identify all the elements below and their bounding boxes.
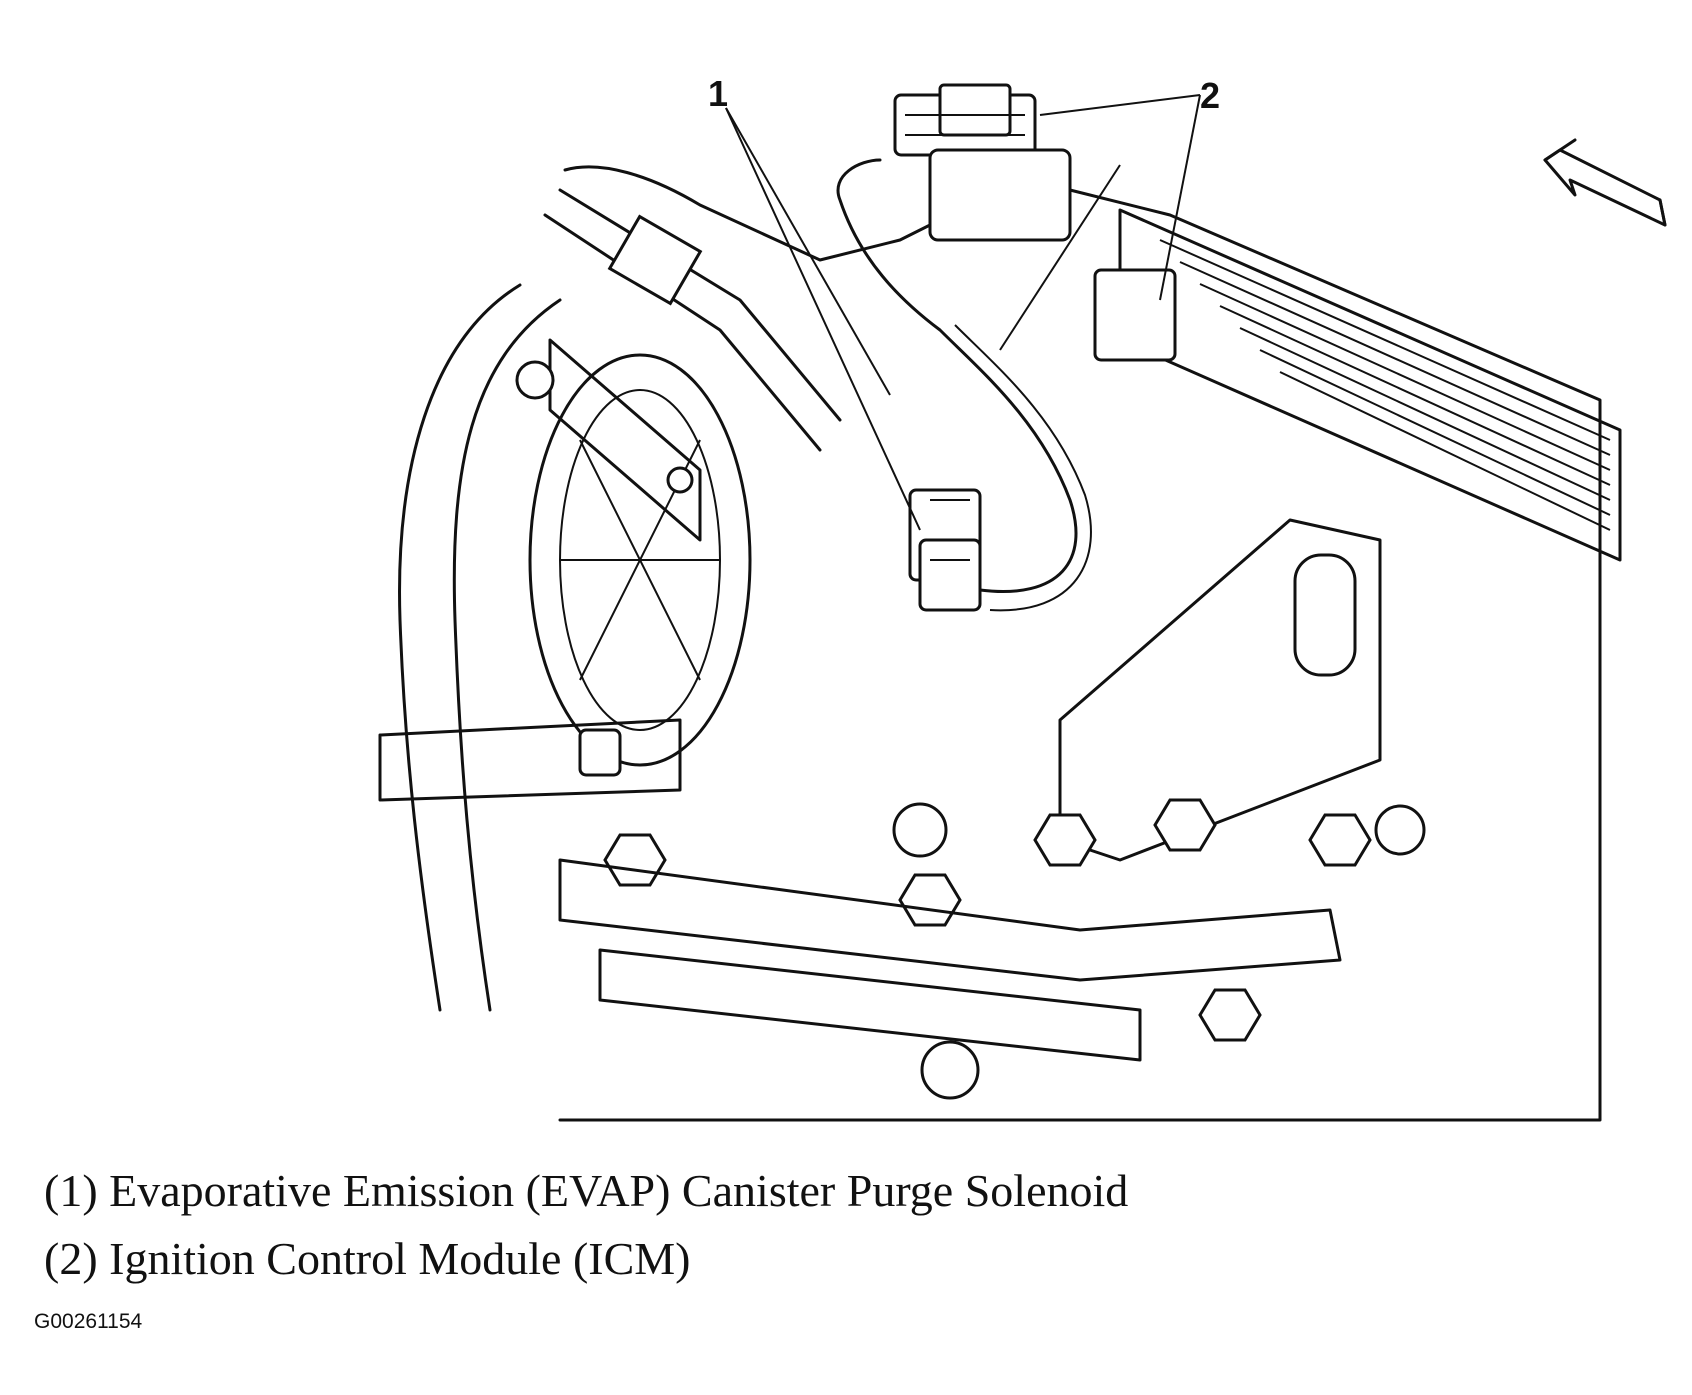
upper-radiator-hose bbox=[398, 283, 562, 1012]
callout-2-leader-b bbox=[1159, 94, 1201, 301]
intake-plenum bbox=[558, 165, 1602, 1122]
callout-2-label: 2 bbox=[1200, 75, 1221, 116]
throttle-body-housing bbox=[528, 353, 752, 767]
hose-clamp bbox=[607, 214, 703, 306]
legend-item-1: (1) Evaporative Emission (EVAP) Canister… bbox=[44, 1165, 1129, 1216]
legend-item-2: (2) Ignition Control Module (ICM) bbox=[44, 1233, 691, 1284]
bracket-hole bbox=[666, 466, 694, 494]
wire-harness-inner bbox=[954, 324, 1092, 612]
callout-1-leader-b bbox=[725, 107, 921, 531]
right-mount-bracket bbox=[1058, 518, 1382, 862]
callout-2-leader-c bbox=[999, 164, 1121, 351]
figure-id: G00261154 bbox=[34, 1310, 143, 1333]
lower-bolts bbox=[603, 798, 1426, 1100]
wire-harness bbox=[836, 158, 1078, 593]
engine-mount-bar bbox=[558, 858, 1342, 982]
ignition-control-module-connector bbox=[893, 83, 1072, 242]
front-direction-arrow-icon bbox=[1543, 138, 1667, 227]
ignition-control-module bbox=[1093, 208, 1622, 562]
bracket-slot bbox=[1293, 553, 1357, 677]
bracket-bolt bbox=[515, 360, 555, 400]
evap-purge-solenoid bbox=[908, 488, 982, 612]
throttle-body-ribs bbox=[560, 439, 720, 681]
callout-2-leader-a bbox=[1039, 94, 1201, 116]
left-bracket bbox=[548, 338, 702, 542]
callout-1-leader-a bbox=[725, 107, 891, 396]
evap-hose bbox=[543, 188, 842, 452]
callout-1-label: 1 bbox=[708, 73, 729, 114]
strap-stud bbox=[578, 728, 622, 777]
harness-strap bbox=[378, 718, 682, 802]
lower-crossmember bbox=[598, 948, 1142, 1062]
